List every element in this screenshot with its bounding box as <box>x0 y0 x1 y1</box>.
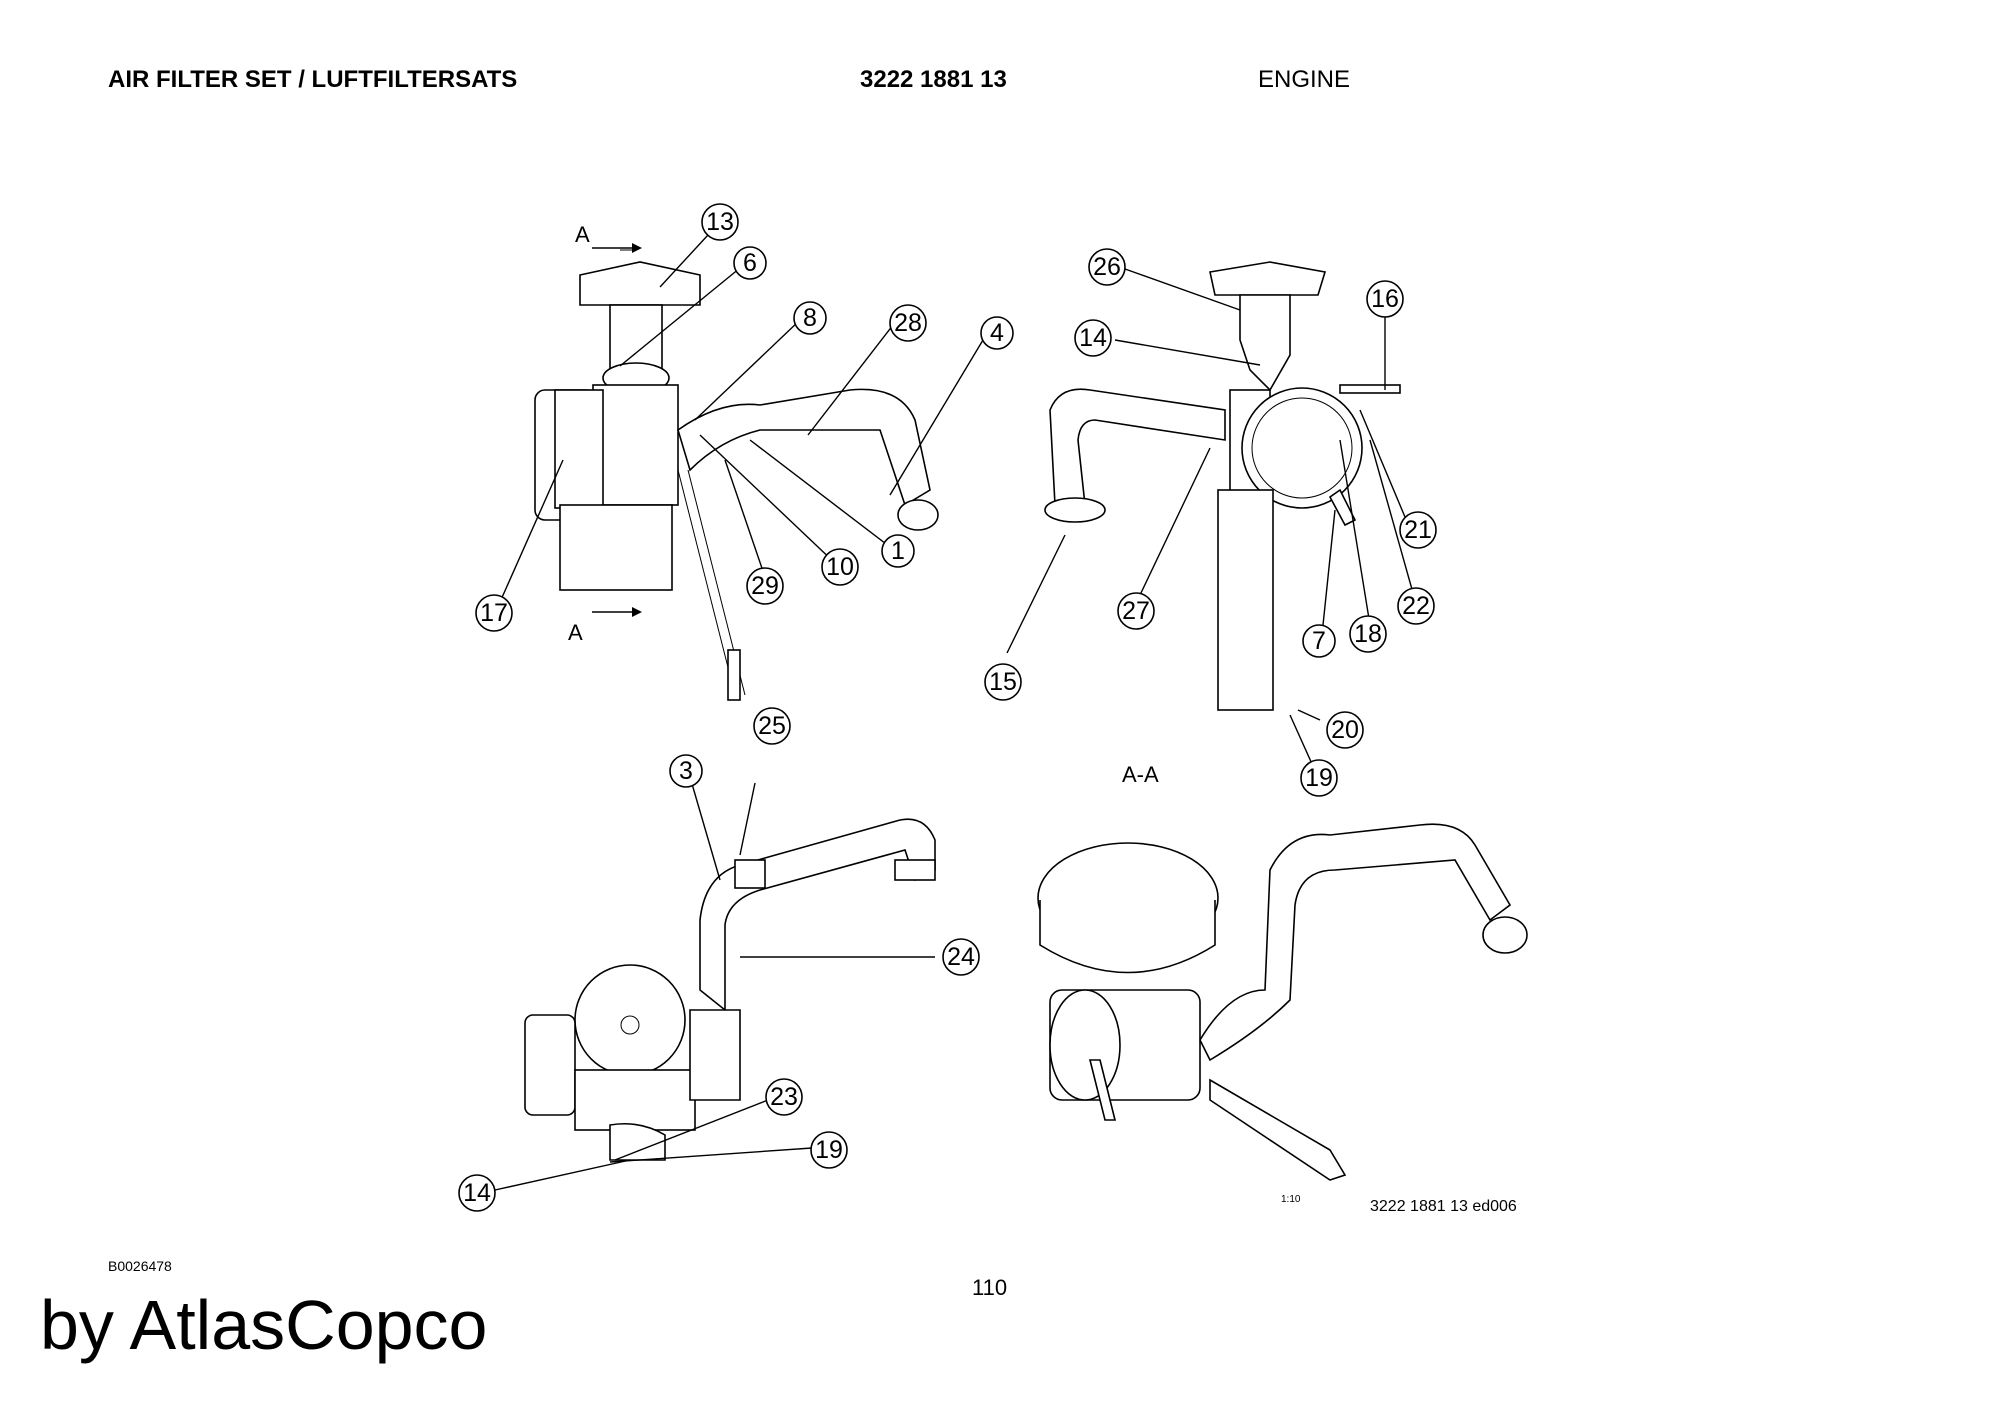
part-number: 3222 1881 13 <box>860 66 1007 93</box>
svg-text:25: 25 <box>758 712 786 740</box>
section-name: ENGINE <box>1258 66 1351 93</box>
section-marker-top: A <box>575 222 590 247</box>
document-reference: B0026478 <box>108 1258 172 1274</box>
svg-text:1: 1 <box>891 537 905 565</box>
svg-text:19: 19 <box>1305 764 1333 792</box>
svg-text:18: 18 <box>1354 620 1382 648</box>
drawing-reference: 3222 1881 13 ed006 <box>1370 1198 1517 1215</box>
svg-text:10: 10 <box>826 553 854 581</box>
svg-text:29: 29 <box>751 572 779 600</box>
svg-text:19: 19 <box>815 1136 843 1164</box>
balloon-4: 4 <box>980 316 1014 350</box>
svg-text:23: 23 <box>770 1083 798 1111</box>
balloon-21: 21 <box>1399 511 1437 549</box>
balloon-25: 25 <box>753 707 791 745</box>
balloon-3: 3 <box>669 754 703 788</box>
svg-text:24: 24 <box>947 943 975 971</box>
balloon-16: 17 <box>475 594 513 632</box>
svg-text:3: 3 <box>679 757 693 785</box>
balloon-20: 20 <box>1326 711 1364 749</box>
svg-text:14: 14 <box>463 1179 491 1207</box>
balloon-10: 10 <box>821 548 859 586</box>
balloon-12: 14 <box>1074 319 1112 357</box>
svg-text:27: 27 <box>1122 597 1150 625</box>
balloon-27: 27 <box>1117 592 1155 630</box>
balloon-29: 29 <box>746 567 784 605</box>
balloon-11: 13 <box>701 203 739 241</box>
svg-text:26: 26 <box>1093 253 1121 281</box>
balloon-1: 1 <box>881 534 915 568</box>
svg-text:28: 28 <box>894 309 922 337</box>
balloon-24: 24 <box>942 938 980 976</box>
brand-watermark: by AtlasCopco <box>40 1286 488 1364</box>
svg-text:21: 21 <box>1404 516 1432 544</box>
svg-text:6: 6 <box>743 249 757 277</box>
balloon-6: 6 <box>733 246 767 280</box>
svg-text:7: 7 <box>1312 627 1326 655</box>
front-view: A A <box>534 222 939 701</box>
section-marker-bottom: A <box>568 620 583 645</box>
side-view <box>524 818 936 1161</box>
svg-text:17: 17 <box>480 599 508 627</box>
balloon-7: 7 <box>1302 624 1336 658</box>
balloon-18: 19 <box>1300 759 1338 797</box>
balloon-23: 23 <box>765 1078 803 1116</box>
balloon-19: 19 <box>810 1131 848 1169</box>
svg-text:16: 16 <box>1371 285 1399 313</box>
balloon-26: 26 <box>1088 248 1126 286</box>
page-number: 110 <box>972 1275 1008 1300</box>
svg-text:15: 15 <box>989 668 1017 696</box>
balloon-8: 8 <box>793 301 827 335</box>
balloon-15: 16 <box>1366 280 1404 318</box>
section-view <box>1044 261 1401 711</box>
section-view-label: A-A <box>1122 762 1159 787</box>
leader-lines <box>494 221 1414 1191</box>
isometric-view <box>1037 823 1528 1181</box>
balloon-14: 14 <box>458 1174 496 1212</box>
svg-text:14: 14 <box>1079 324 1107 352</box>
balloon-13: 15 <box>984 663 1022 701</box>
balloon-22: 22 <box>1397 587 1435 625</box>
page-title: AIR FILTER SET / LUFTFILTERSATS <box>108 66 518 93</box>
svg-text:20: 20 <box>1331 716 1359 744</box>
svg-text:4: 4 <box>990 319 1004 347</box>
svg-text:8: 8 <box>803 304 817 332</box>
svg-text:22: 22 <box>1402 592 1430 620</box>
drawing-scale: 1:10 <box>1281 1194 1301 1205</box>
balloon-17: 18 <box>1349 615 1387 653</box>
svg-text:13: 13 <box>706 208 734 236</box>
balloon-28: 28 <box>889 304 927 342</box>
